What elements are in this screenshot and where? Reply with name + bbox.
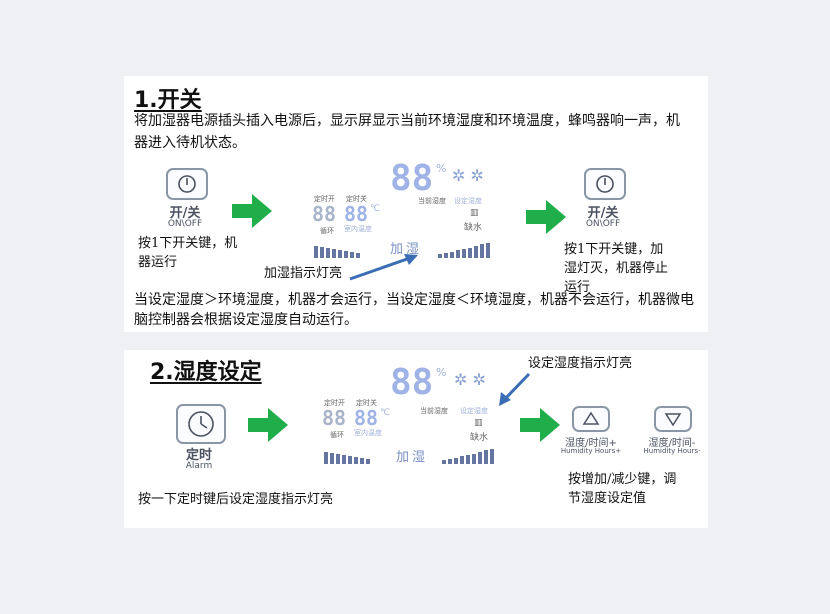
humidity-plus-label: 湿度/时间+ bbox=[565, 438, 617, 449]
green-arrow-icon bbox=[232, 194, 272, 228]
lcd-cycle: 循环 bbox=[320, 227, 334, 235]
section2-title: 2.湿度设定 bbox=[150, 360, 262, 385]
lcd-water-shortage: 缺水 bbox=[464, 223, 483, 233]
power-button-2-sublabel: ON\OFF bbox=[585, 219, 621, 229]
lcd-percent: % bbox=[436, 162, 447, 175]
section1-bottom-text: 当设定湿度＞环境湿度，机器才会运行，当设定湿度＜环境湿度，机器不会运行，机器微电… bbox=[134, 292, 694, 328]
lcd-set-humidity: 设定湿度 bbox=[454, 197, 482, 205]
humidity-setting-section: 2.湿度设定 设定湿度指示灯亮 定时 Alarm 88 % ✲ ✲ 定时开 定时… bbox=[124, 350, 708, 528]
lcd-temp-digits: 88 bbox=[344, 202, 369, 226]
lcd-celsius: ℃ bbox=[370, 204, 381, 214]
lcd-cycle: 循环 bbox=[330, 431, 344, 439]
lcd-set-humidity: 设定湿度 bbox=[460, 407, 488, 415]
lcd-current-humidity: 当前湿度 bbox=[420, 407, 448, 415]
water-tank-icon: ▥ bbox=[474, 418, 483, 428]
section2-indicator-label: 设定湿度指示灯亮 bbox=[528, 356, 633, 371]
humidity-plus-button[interactable] bbox=[572, 406, 610, 432]
timer-button[interactable] bbox=[176, 404, 226, 444]
lcd-left-bars bbox=[324, 444, 370, 464]
green-arrow-icon bbox=[526, 200, 566, 234]
lcd-current-humidity: 当前湿度 bbox=[418, 197, 446, 205]
green-arrow-icon bbox=[520, 408, 560, 442]
section1-indicator-label: 加湿指示灯亮 bbox=[264, 266, 343, 281]
green-arrow-icon bbox=[248, 408, 288, 442]
triangle-down-icon bbox=[664, 413, 682, 427]
humidity-minus-sublabel: Humidity Hours- bbox=[643, 447, 701, 455]
lcd-big-digits: 88 bbox=[390, 362, 434, 403]
section1-title: 1.开关 bbox=[134, 88, 202, 113]
lcd-display: 88 % ✲ ✲ 定时开 定时关 88 88 ℃ 循环 室内温度 当前湿度 设定… bbox=[310, 158, 510, 262]
humidity-minus-button[interactable] bbox=[654, 406, 692, 432]
indicator-arrow-icon bbox=[349, 254, 418, 281]
lcd-timer-on: 定时开 bbox=[324, 399, 345, 407]
lcd-humidify: 加湿 bbox=[396, 450, 429, 465]
lcd-timer-on: 定时开 bbox=[314, 195, 335, 203]
lcd-water-shortage: 缺水 bbox=[470, 433, 489, 443]
lcd-small-digits: 88 bbox=[322, 406, 347, 430]
lcd-celsius: ℃ bbox=[380, 408, 391, 418]
lcd-humidify: 加湿 bbox=[390, 242, 423, 257]
triangle-up-icon bbox=[582, 411, 600, 425]
power-button-sublabel: ON\OFF bbox=[167, 219, 203, 229]
section1-right-note: 按1下开关键，加湿灯灭，机器停止运行 bbox=[564, 242, 669, 295]
timer-button-label: 定时 bbox=[185, 448, 212, 463]
power-button-label: 开/关 bbox=[169, 206, 201, 221]
lcd-temp-digits: 88 bbox=[354, 406, 379, 430]
section2-left-note: 按一下定时键后设定湿度指示灯亮 bbox=[138, 492, 334, 507]
power-section: 1.开关 将加湿器电源插头插入电源后，显示屏显示当前环境湿度和环境温度，蜂鸣器响… bbox=[124, 76, 708, 332]
timer-button-sublabel: Alarm bbox=[185, 461, 213, 471]
power-button-2-label: 开/关 bbox=[587, 206, 619, 221]
lcd-display-2: 88 % ✲ ✲ 定时开 定时关 88 88 ℃ 循环 室内温度 当前湿度 设定… bbox=[320, 362, 520, 466]
power-icon bbox=[596, 175, 614, 193]
lcd-indoor-temp: 室内温度 bbox=[354, 429, 382, 437]
humidity-minus-label: 湿度/时间- bbox=[648, 438, 696, 449]
humidity-plus-sublabel: Humidity Hours+ bbox=[560, 447, 622, 455]
lcd-percent: % bbox=[436, 366, 447, 379]
section1-intro: 将加湿器电源插头插入电源后，显示屏显示当前环境湿度和环境温度，蜂鸣器响一声，机器… bbox=[134, 113, 680, 151]
lcd-small-digits: 88 bbox=[312, 202, 337, 226]
fan-icon: ✲ ✲ bbox=[452, 166, 484, 185]
lcd-big-digits: 88 bbox=[390, 158, 434, 199]
water-tank-icon: ▥ bbox=[470, 208, 479, 218]
indicator-arrow-icon bbox=[499, 372, 531, 406]
lcd-right-bars bbox=[438, 238, 490, 258]
section1-left-note: 按1下开关键，机器运行 bbox=[138, 236, 238, 270]
power-button-2[interactable] bbox=[584, 168, 626, 200]
lcd-left-bars bbox=[314, 238, 360, 258]
lcd-indoor-temp: 室内温度 bbox=[344, 225, 372, 233]
section2-right-note: 按增加/减少键，调节湿度设定值 bbox=[568, 472, 677, 506]
fan-icon: ✲ ✲ bbox=[454, 370, 486, 389]
power-icon bbox=[178, 175, 196, 193]
power-button[interactable] bbox=[166, 168, 208, 200]
lcd-timer-off: 定时关 bbox=[356, 399, 377, 407]
lcd-timer-off: 定时关 bbox=[346, 195, 367, 203]
clock-icon bbox=[188, 411, 214, 437]
lcd-right-bars bbox=[442, 444, 494, 464]
